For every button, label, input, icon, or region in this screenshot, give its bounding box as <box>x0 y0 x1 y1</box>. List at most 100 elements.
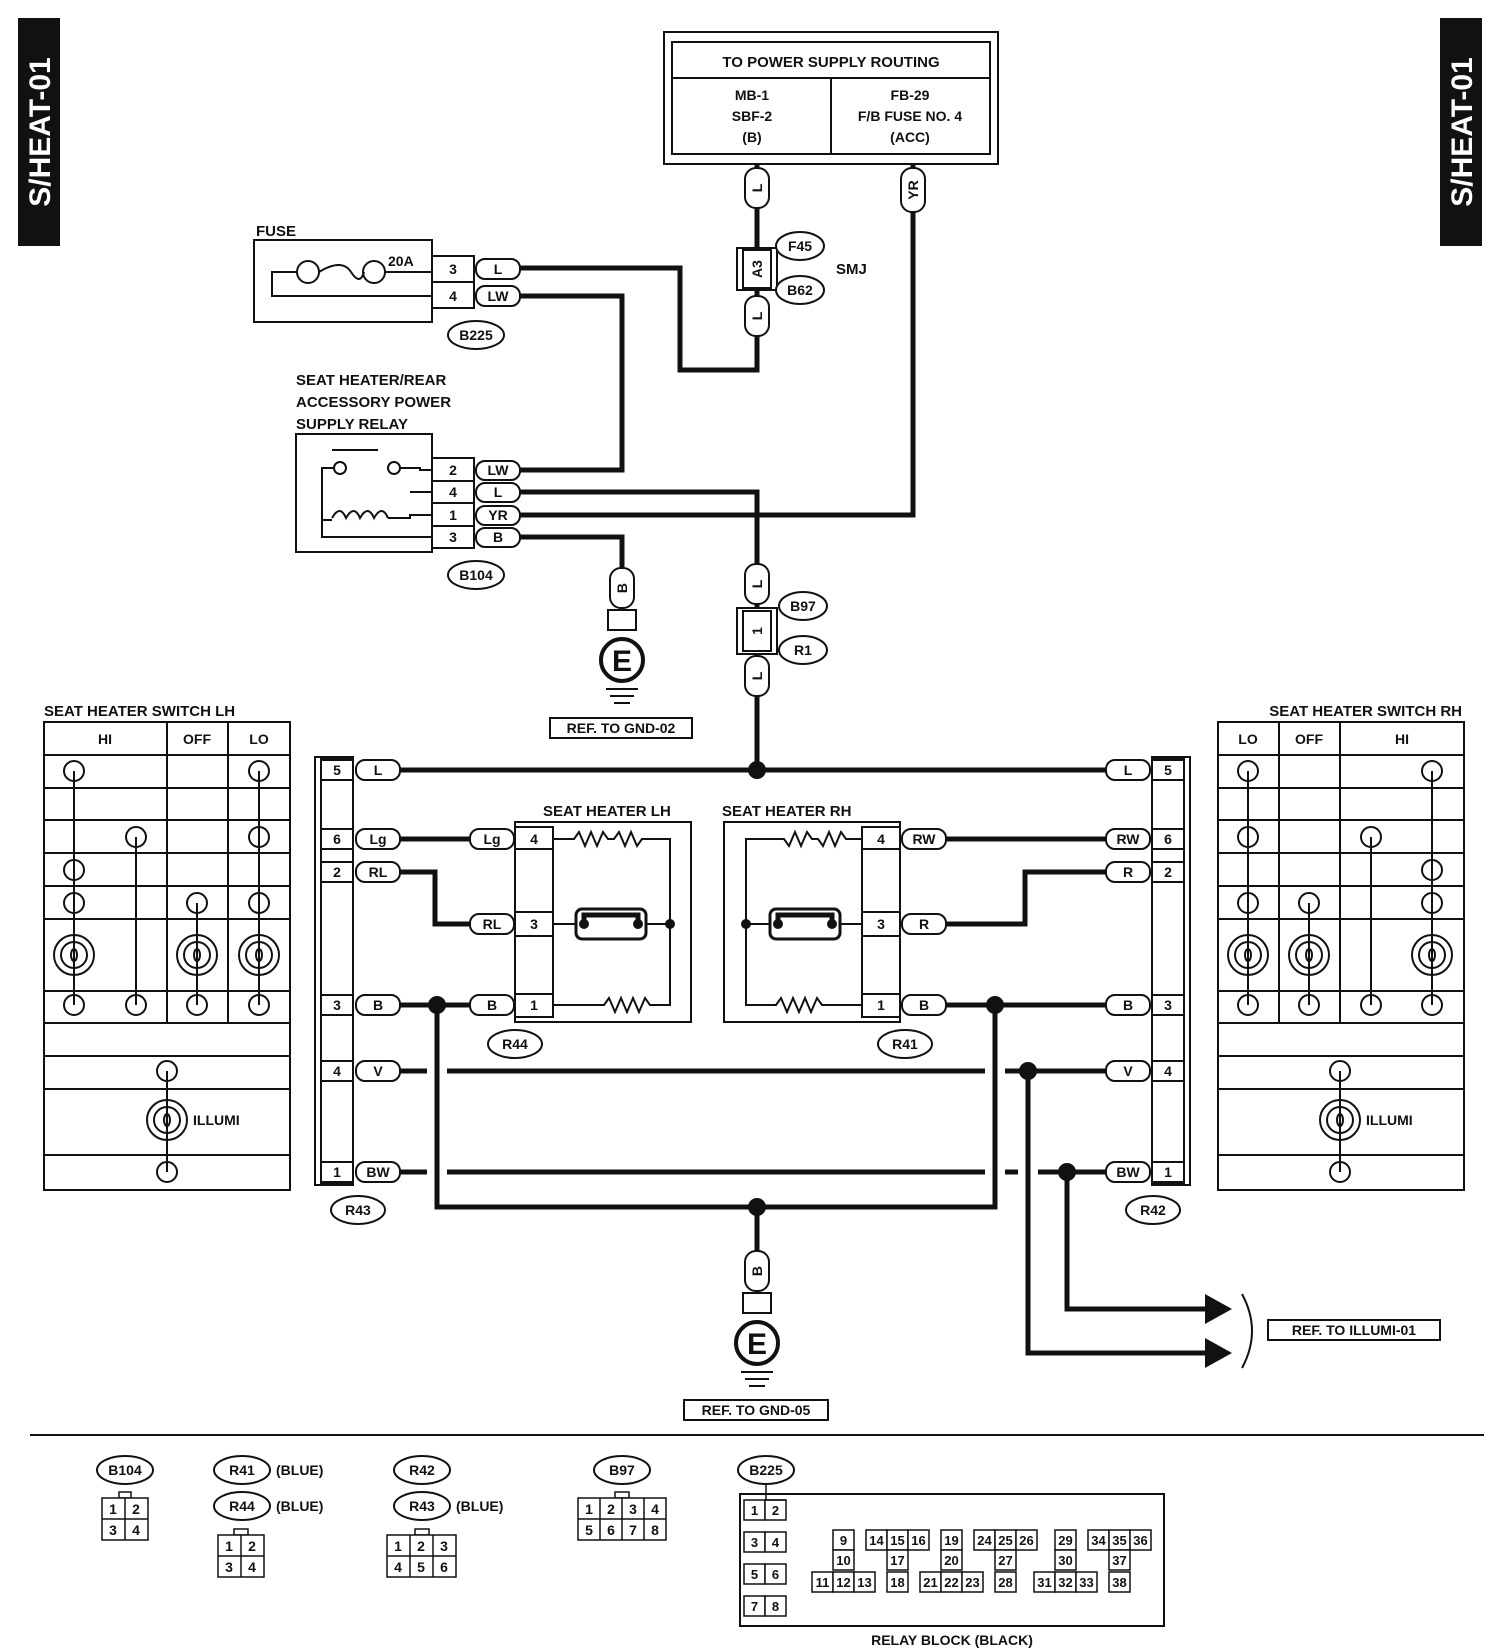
rh-wire-b: B <box>1123 997 1133 1013</box>
rh-wire-bw: BW <box>1116 1164 1140 1180</box>
b97-pin-1: 1 <box>585 1501 593 1517</box>
fuse-pin-3: 3 <box>449 261 457 277</box>
wire-label-l-smj: L <box>749 311 765 320</box>
relay-block-pin: 34 <box>1091 1533 1106 1548</box>
wire-label-yr: YR <box>905 180 921 199</box>
r42-pin-1: 1 <box>394 1538 402 1554</box>
lh-pin-6: 6 <box>333 831 341 847</box>
relay-block-pin: 38 <box>1112 1575 1126 1590</box>
heater-rh-connector: R41 <box>892 1036 918 1052</box>
side-tag-left: S/HEAT-01 <box>18 18 60 246</box>
b97-pin-4: 4 <box>651 1501 659 1517</box>
r41-pin-3: 3 <box>225 1559 233 1575</box>
relay-title-3: SUPPLY RELAY <box>296 416 408 433</box>
relay-wire-b: B <box>493 529 503 545</box>
relay-block-cell <box>1054 1549 1077 1571</box>
power-right-1: FB-29 <box>891 87 930 103</box>
relay-block-pin: 7 <box>751 1599 758 1614</box>
relay-block-pin: 37 <box>1112 1553 1126 1568</box>
wire-label-b-ground: B <box>749 1266 765 1276</box>
relay-block-pin: 5 <box>751 1567 758 1582</box>
b97-pin-7: 7 <box>629 1522 637 1538</box>
relay-block-cell <box>994 1549 1017 1571</box>
splice-dots <box>428 761 1076 1216</box>
relay-block-pin: 31 <box>1037 1575 1051 1590</box>
relay-block-pin: 26 <box>1019 1533 1033 1548</box>
switch-rh-pins: 5 6 2 3 4 1 <box>1151 759 1185 1183</box>
relay-block-cell <box>1108 1571 1131 1593</box>
r42-pin-2: 2 <box>417 1538 425 1554</box>
heater-rh-pin-1: 1 <box>877 997 885 1013</box>
power-left-2: SBF-2 <box>732 108 773 124</box>
switch-lh-connector: R43 <box>345 1202 371 1218</box>
relay-block-cell <box>994 1571 1017 1593</box>
switch-lh-pins: 5 6 2 3 4 1 <box>320 759 354 1183</box>
seat-heater-rh: SEAT HEATER RH 4 3 1 RW R B R41 <box>722 803 947 1059</box>
ground-top-symbol: E <box>612 645 632 678</box>
lh-wire-l: L <box>374 762 383 778</box>
rh-wire-rw: RW <box>1116 831 1140 847</box>
legend-grid-r42: 1 2 3 4 5 6 <box>386 1528 457 1578</box>
legend-r43: R43 <box>409 1498 435 1514</box>
legend-r41: R41 <box>229 1462 255 1478</box>
power-left-3: (B) <box>742 129 761 145</box>
wire-label-l-joint-bottom: L <box>749 671 765 680</box>
relay-wire-yr: YR <box>488 507 507 523</box>
lh-wire-bw: BW <box>366 1164 390 1180</box>
heater-rh-wire-b: B <box>919 997 929 1013</box>
heater-lh-title: SEAT HEATER LH <box>543 803 671 820</box>
rh-pin-5: 5 <box>1164 762 1172 778</box>
switch-rh-col-lo: LO <box>1238 731 1258 747</box>
relay-block-pin: 30 <box>1058 1553 1072 1568</box>
switch-lh-col-lo: LO <box>249 731 269 747</box>
b104-pin-2: 2 <box>132 1501 140 1517</box>
heater-lh-wire-b: B <box>487 997 497 1013</box>
relay-block-pin: 13 <box>857 1575 871 1590</box>
power-left-1: MB-1 <box>735 87 769 103</box>
lh-pin-4: 4 <box>333 1063 341 1079</box>
power-right-2: F/B FUSE NO. 4 <box>858 108 962 124</box>
switch-lh-col-off: OFF <box>183 731 211 747</box>
seat-heater-switch-rh: SEAT HEATER SWITCH RH LO OFF HI <box>1105 703 1465 1225</box>
legend-r43-blue: (BLUE) <box>456 1498 503 1514</box>
legend-grid-r41: 1 2 3 4 <box>217 1528 265 1578</box>
joint-conn-r1: R1 <box>794 642 812 658</box>
rh-pin-4: 4 <box>1164 1063 1172 1079</box>
illumi-arrows <box>1205 1293 1253 1369</box>
fuse-connector: B225 <box>459 327 493 343</box>
relay-block-cell <box>1015 1529 1038 1551</box>
relay-block-pin: 12 <box>836 1575 850 1590</box>
seat-heater-switch-lh: SEAT HEATER SWITCH LH HI OFF LO <box>43 703 401 1225</box>
wires <box>400 160 1210 1356</box>
switch-lh-col-hi: HI <box>98 731 112 747</box>
relay-wire-l: L <box>494 484 503 500</box>
relay-title-1: SEAT HEATER/REAR <box>296 372 446 389</box>
lh-wire-rl: RL <box>369 864 388 880</box>
b97-pin-5: 5 <box>585 1522 593 1538</box>
smj-connectors: F45 B62 SMJ B97 R1 <box>775 231 867 665</box>
switch-lh-wires: L Lg RL B V BW <box>355 759 401 1183</box>
wire-label-l-top: L <box>749 183 765 192</box>
relay-block-pin: 28 <box>998 1575 1012 1590</box>
relay-block-pin: 17 <box>890 1553 904 1568</box>
smj-label: SMJ <box>836 261 867 278</box>
joint-conn-b97: B97 <box>790 598 816 614</box>
fuse-title: FUSE <box>256 223 296 240</box>
rh-pin-2: 2 <box>1164 864 1172 880</box>
ground-bottom: E REF. TO GND-05 <box>683 1292 829 1421</box>
relay-block-pin: 22 <box>944 1575 958 1590</box>
side-tag-right-text: S/HEAT-01 <box>1446 57 1479 207</box>
relay-block-pin: 9 <box>840 1533 847 1548</box>
b97-pin-2: 2 <box>607 1501 615 1517</box>
relay-block-pin: 2 <box>772 1503 779 1518</box>
fuse-wire-l: L <box>494 261 503 277</box>
legend-b104: B104 <box>108 1462 142 1478</box>
r42-pin-5: 5 <box>417 1559 425 1575</box>
legend-r44-blue: (BLUE) <box>276 1498 323 1514</box>
b225-pointer <box>765 1484 786 1501</box>
lh-pin-3: 3 <box>333 997 341 1013</box>
seat-heater-lh: SEAT HEATER LH 4 3 1 Lg RL B R44 <box>469 803 692 1059</box>
relay-block-cell <box>1129 1529 1152 1551</box>
heater-rh-wire-r: R <box>919 916 929 932</box>
